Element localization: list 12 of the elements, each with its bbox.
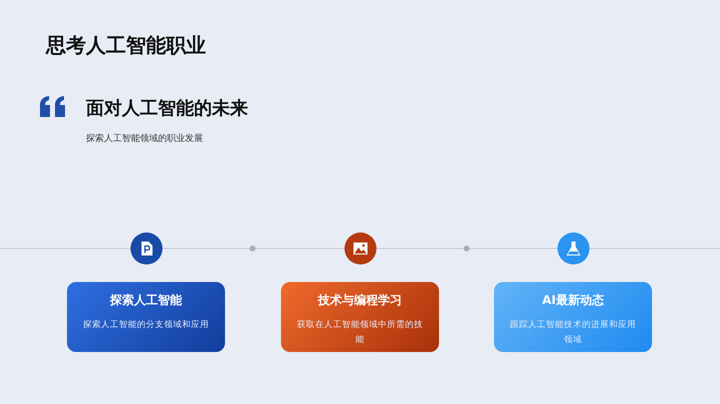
timeline-card bbox=[281, 282, 439, 352]
timeline-card bbox=[494, 282, 652, 352]
card-description: 探索人工智能的分支领域和应用 bbox=[82, 318, 210, 332]
card-description: 获取在人工智能领域中所需的技能 bbox=[296, 319, 424, 347]
card-description: 跟踪人工智能技术的进展和应用领域 bbox=[509, 318, 637, 347]
card-heading: 技术与编程学习 bbox=[316, 292, 403, 309]
timeline-card bbox=[67, 282, 225, 352]
subheading-description: 探索人工智能领域的职业发展 bbox=[86, 132, 203, 145]
card-heading: 探索人工智能 bbox=[108, 292, 183, 309]
slide-title: 思考人工智能职业 bbox=[46, 32, 206, 59]
subheading: 面对人工智能的未来 bbox=[86, 97, 248, 120]
card-heading: AI最新动态 bbox=[541, 292, 605, 309]
